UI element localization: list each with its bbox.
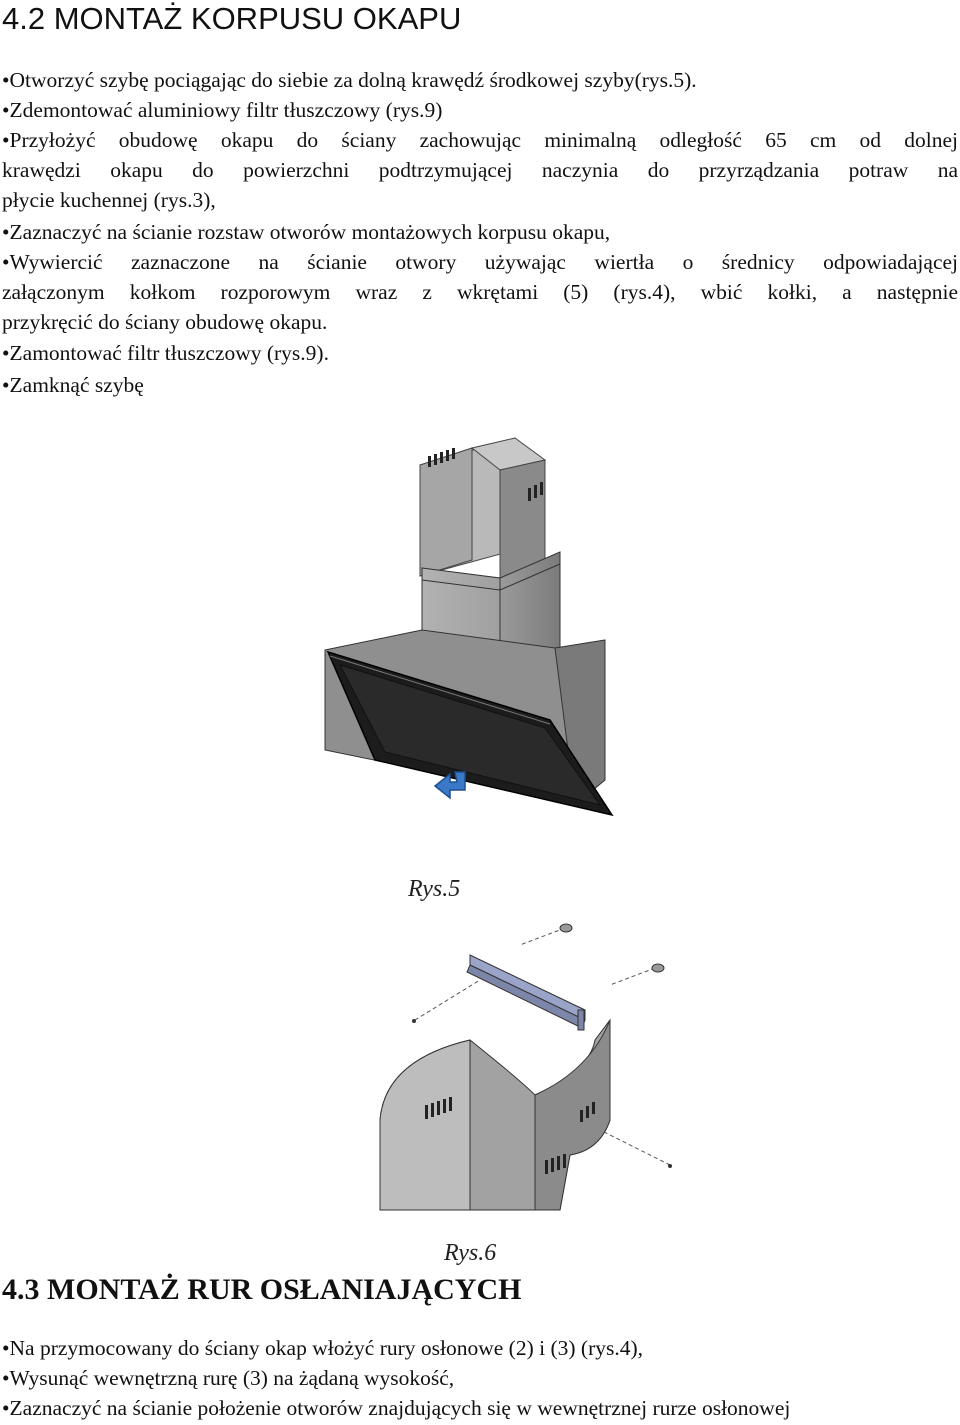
instruction-line: •Wysunąć wewnętrzną rurę (3) na żądaną w… (2, 1366, 455, 1390)
hood-assembly-figure (324, 437, 614, 817)
instruction-line: załączonym kołkom rozporowym wraz z wkrę… (2, 280, 958, 304)
wall-plug-icon (559, 923, 665, 973)
figure-caption-rys6: Rys.6 (444, 1240, 497, 1266)
section-heading-4-2: 4.2 MONTAŻ KORPUSU OKAPU (2, 1, 462, 36)
instruction-line: krawędzi okapu do powierzchni podtrzymuj… (2, 158, 958, 182)
instruction-line: płycie kuchennej (rys.3), (2, 188, 216, 212)
instruction-line: •Zdemontować aluminiowy filtr tłuszczowy… (2, 98, 443, 122)
instruction-line: •Wywiercić zaznaczone na ścianie otwory … (2, 250, 958, 274)
vent-slots (425, 1097, 595, 1174)
figure-caption-rys5: Rys.5 (408, 876, 461, 902)
instruction-line: •Zamknąć szybę (2, 373, 144, 397)
instruction-line: •Otworzyć szybę pociągając do siebie za … (2, 68, 697, 92)
instruction-line: przykręcić do ściany obudowę okapu. (2, 310, 328, 334)
instruction-line: •Zaznaczyć na ścianie położenie otworów … (2, 1396, 791, 1420)
instruction-line: •Na przymocowany do ściany okap włożyć r… (2, 1336, 644, 1360)
instruction-line: •Zamontować filtr tłuszczowy (rys.9). (2, 341, 329, 365)
cover-pipe-figure (379, 923, 672, 1211)
section-heading-4-3: 4.3 MONTAŻ RUR OSŁANIAJĄCYCH (2, 1273, 522, 1306)
open-direction-arrow-icon (433, 771, 466, 800)
instruction-line: •Zaznaczyć na ścianie rozstaw otworów mo… (2, 220, 611, 244)
instruction-line: •Przyłożyć obudowę okapu do ściany zacho… (2, 128, 958, 152)
vent-slots (428, 448, 543, 501)
